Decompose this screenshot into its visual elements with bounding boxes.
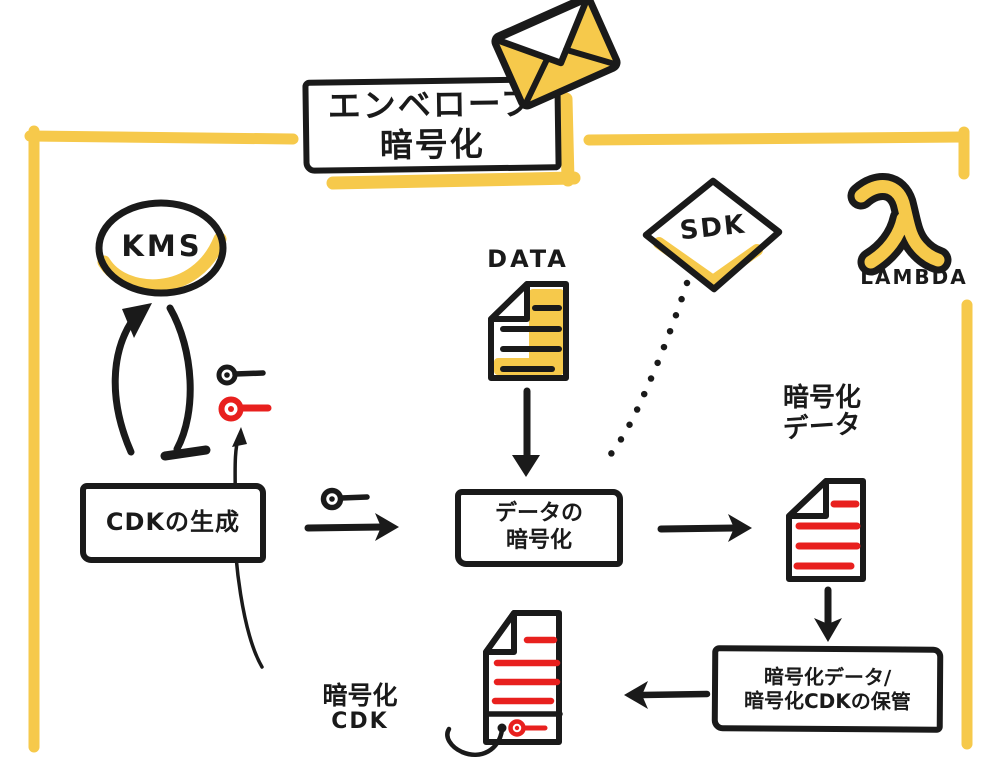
kms-label: KMS [121, 229, 203, 263]
encrypted-data-line1: 暗号化 [782, 383, 861, 413]
encrypt-data-box: データの 暗号化 [455, 489, 623, 567]
title-line2: 暗号化 [379, 124, 486, 165]
yellow-frame [24, 125, 973, 753]
lambda-label: LAMBDA [860, 265, 968, 289]
encrypted-cdk-document-icon [445, 610, 563, 757]
generate-cdk-box: CDKの生成 [80, 483, 266, 563]
generate-cdk-label: CDKの生成 [105, 508, 241, 537]
envelope-icon [491, 0, 621, 110]
encrypted-data-document-icon [786, 478, 866, 582]
storage-line1: 暗号化データ/ [763, 664, 892, 690]
sdk-diamond-icon [642, 177, 783, 293]
storage-box: 暗号化データ/ 暗号化CDKの保管 [711, 645, 944, 733]
kms-cycle-arrows [111, 303, 211, 461]
arrow-generate-to-encrypt [304, 513, 399, 541]
encrypted-key-icon [218, 396, 272, 422]
encrypt-data-line2: 暗号化 [505, 528, 572, 553]
arrow-encrypted-data-to-storage [814, 586, 842, 642]
arrow-storage-to-encrypted-cdk [624, 681, 711, 709]
lambda-icon [847, 173, 952, 276]
arrow-data-to-encrypt [512, 387, 540, 477]
sdk-dotted-link [599, 279, 691, 468]
cdk-key-icon [320, 487, 370, 511]
encrypted-data-line2: データ [781, 409, 862, 445]
title-box-shadow [326, 92, 581, 190]
encrypted-cdk-line2: CDK [331, 709, 389, 734]
encrypt-data-line1: データの [494, 501, 583, 527]
arrow-encrypt-to-encrypted-data [657, 514, 752, 542]
kms-oval-icon [95, 199, 227, 297]
encrypted-data-label: 暗号化 データ [748, 383, 896, 444]
encrypted-cdk-line1: 暗号化 [322, 681, 398, 710]
data-document-icon [488, 281, 569, 381]
data-label: DATA [487, 245, 569, 273]
encrypted-cdk-label: 暗号化 CDK [300, 682, 420, 735]
plaintext-key-icon [216, 364, 266, 386]
storage-line2: 暗号化CDKの保管 [743, 688, 911, 714]
